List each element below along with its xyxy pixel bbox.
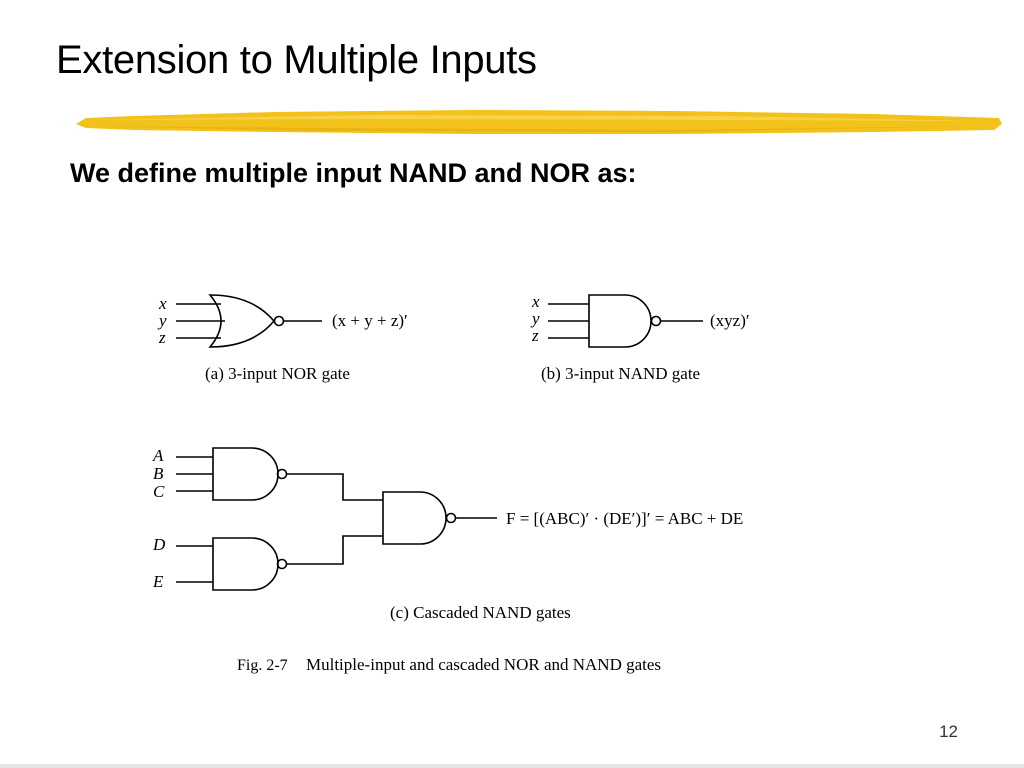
cascade-input-a: A bbox=[152, 446, 164, 465]
cascade-input-e: E bbox=[152, 572, 164, 591]
nand-input-y: y bbox=[530, 309, 540, 328]
cascade-gate-1 bbox=[176, 447, 383, 501]
cascade-gate-output bbox=[382, 491, 497, 545]
nor-gate bbox=[176, 294, 322, 348]
figure-label: Fig. 2-7 bbox=[237, 657, 288, 674]
nand-gate bbox=[548, 294, 703, 348]
bottom-strip bbox=[0, 764, 1024, 768]
nor-input-y: y bbox=[157, 311, 167, 330]
nand-input-z: z bbox=[531, 326, 539, 345]
nor-input-x: x bbox=[158, 294, 167, 313]
title-underline bbox=[76, 110, 1002, 134]
nor-caption: (a) 3-input NOR gate bbox=[205, 364, 350, 383]
nor-input-z: z bbox=[158, 328, 166, 347]
page-number: 12 bbox=[939, 722, 958, 741]
cascade-output-expression: F = [(ABC)′ · (DE′)]′ = ABC + DE bbox=[506, 509, 743, 528]
figure-caption: Multiple-input and cascaded NOR and NAND… bbox=[306, 655, 661, 674]
cascade-gate-2 bbox=[176, 535, 383, 591]
nand-input-x: x bbox=[531, 292, 540, 311]
cascade-caption: (c) Cascaded NAND gates bbox=[390, 603, 571, 622]
subtitle: We define multiple input NAND and NOR as… bbox=[70, 158, 637, 188]
cascade-input-d: D bbox=[152, 535, 166, 554]
nand-caption: (b) 3-input NAND gate bbox=[541, 364, 700, 383]
slide-title: Extension to Multiple Inputs bbox=[56, 38, 537, 82]
nor-output-expression: (x + y + z)′ bbox=[332, 311, 408, 330]
cascade-input-c: C bbox=[153, 482, 165, 501]
cascade-input-b: B bbox=[153, 464, 164, 483]
nand-output-expression: (xyz)′ bbox=[710, 311, 750, 330]
